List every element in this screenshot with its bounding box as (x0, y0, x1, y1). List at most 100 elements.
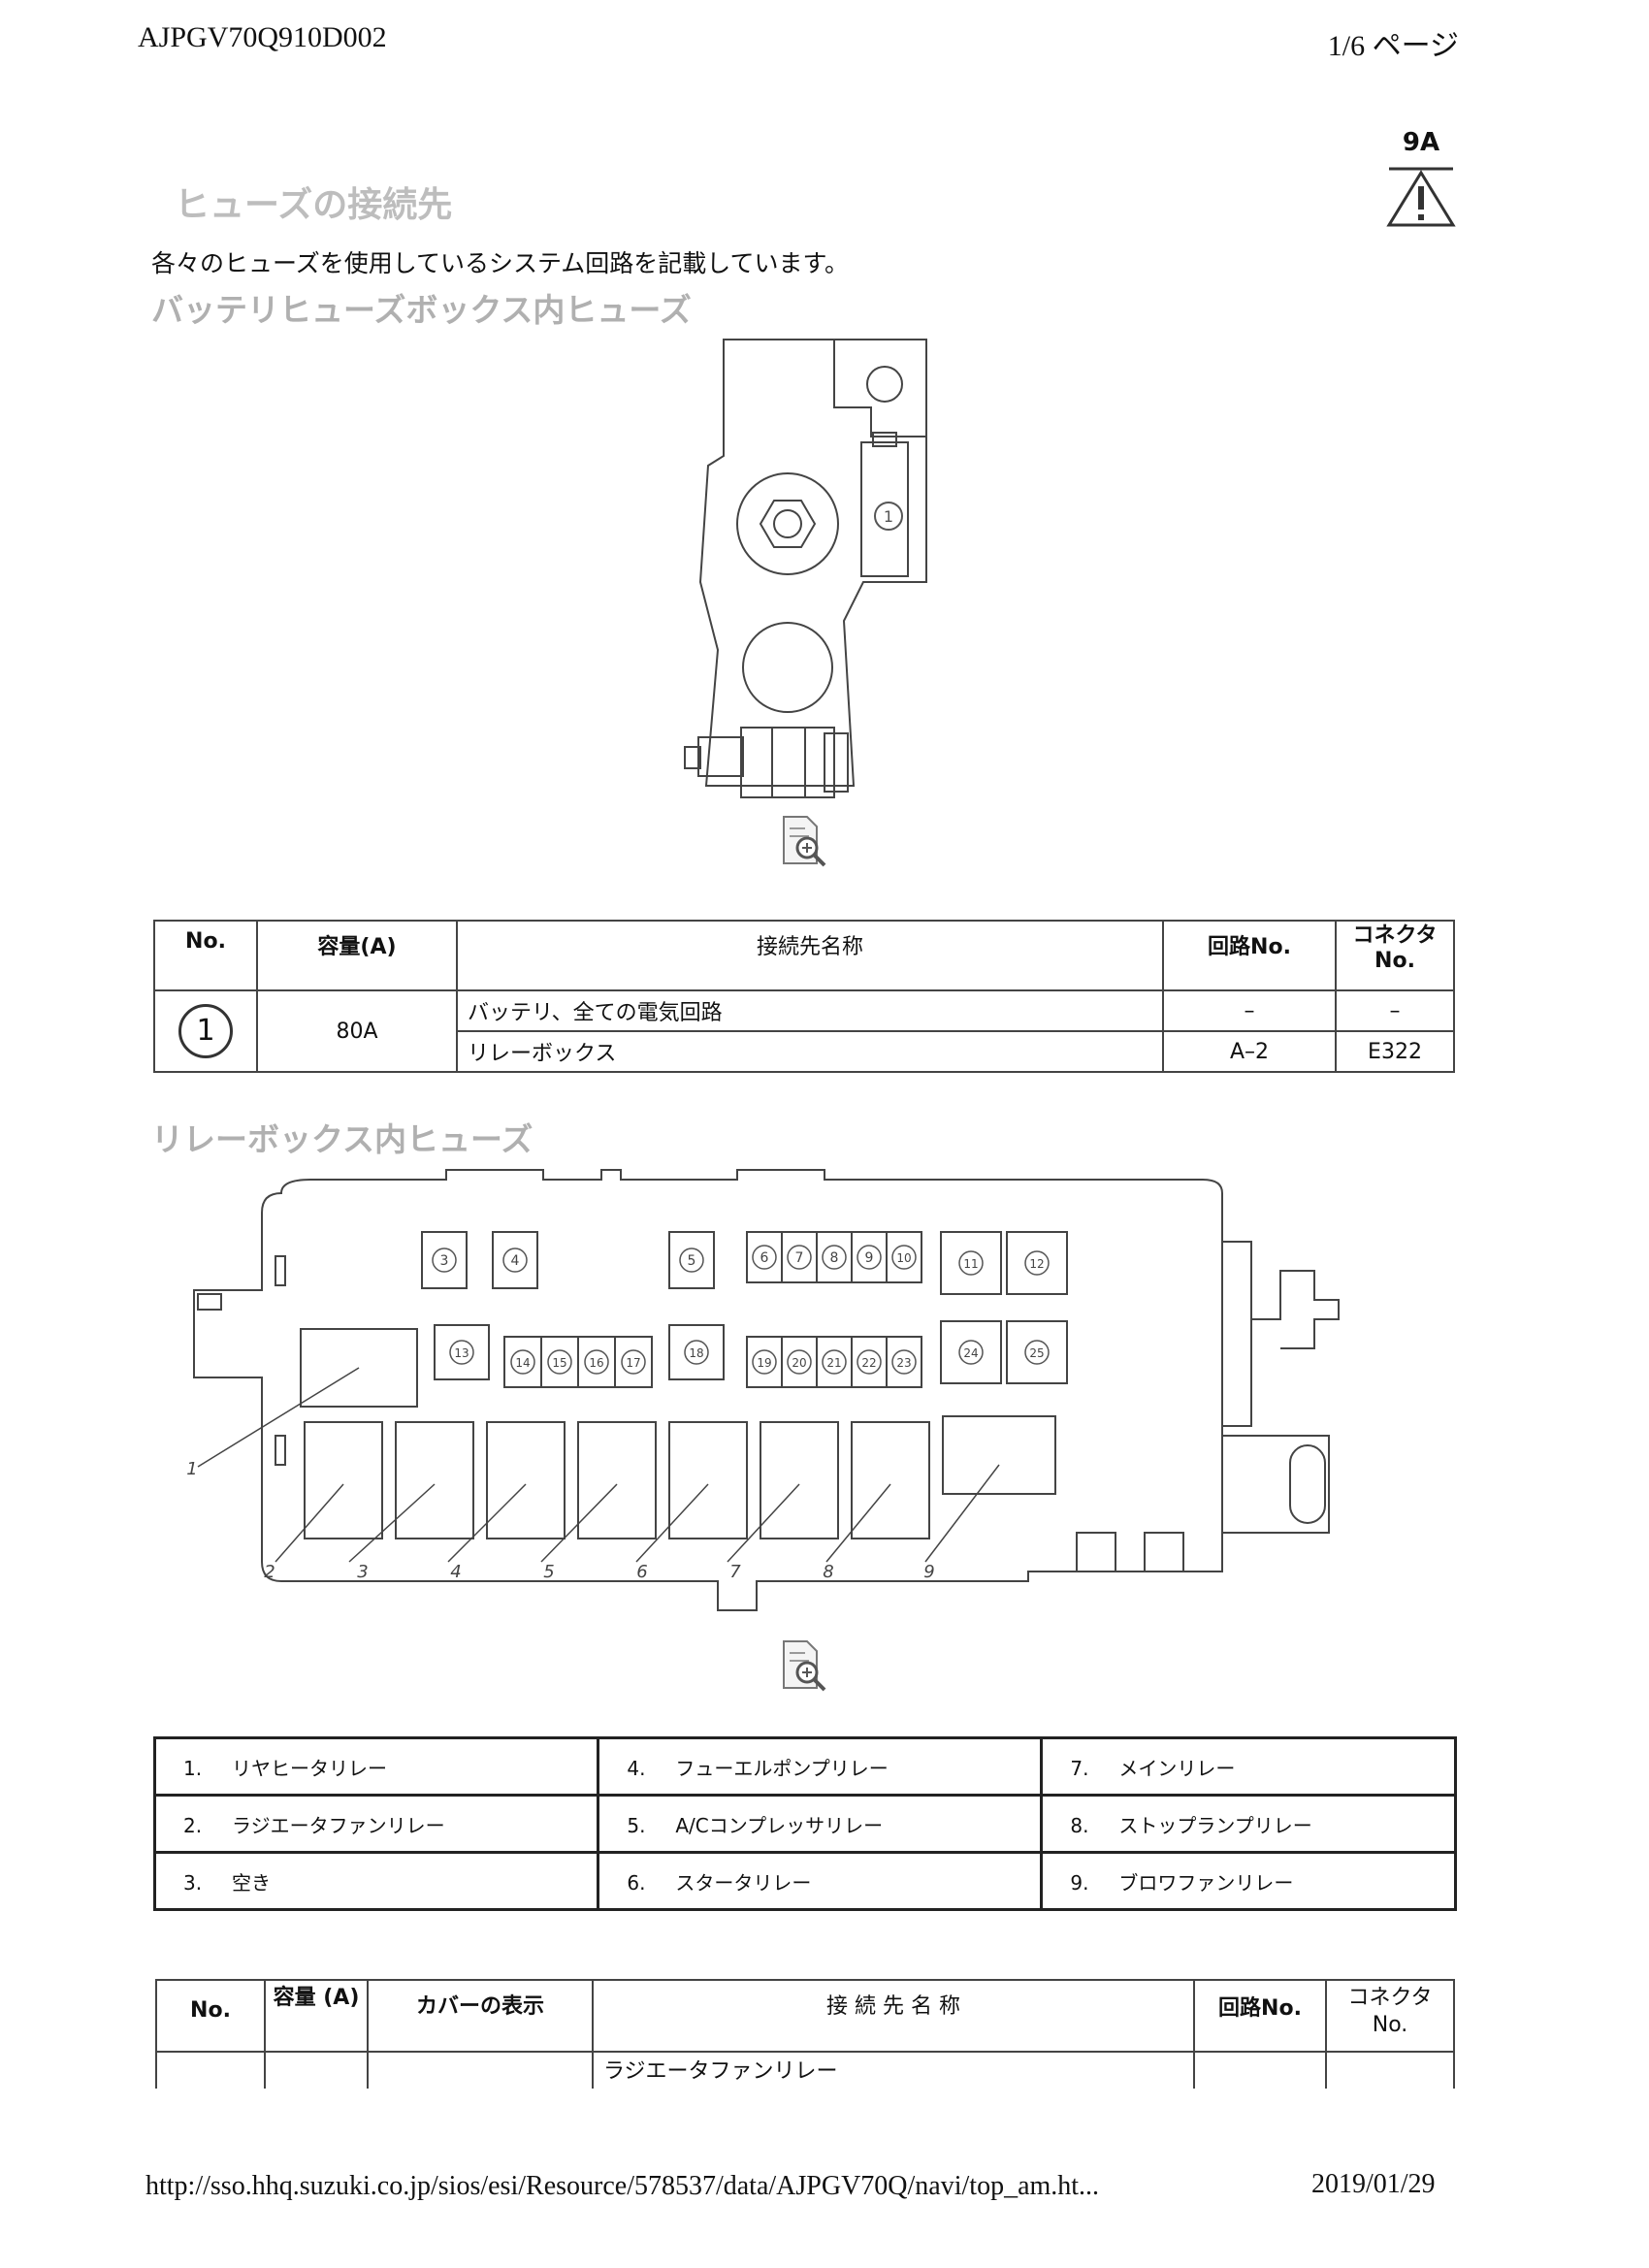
col-capacity: 容量 (A) (264, 1979, 369, 2053)
callout-line (348, 1483, 436, 1563)
fuse-number-label: 24 (963, 1346, 978, 1360)
col-circuit: 回路No. (1193, 1979, 1327, 2053)
callout-line (727, 1483, 800, 1563)
callout-number: 5 (543, 1562, 554, 1582)
callout-line (924, 1464, 1000, 1563)
fuse-number-label: 4 (511, 1253, 520, 1269)
relay-cell: 8.ストップランプリレー (1040, 1794, 1457, 1854)
fuse-number-circle (584, 1349, 609, 1375)
fuse-number-label: 17 (626, 1356, 640, 1370)
fuse-number-circle (787, 1245, 812, 1270)
fuse-number-label: 20 (792, 1356, 806, 1370)
fuse-number-circle (891, 1349, 917, 1375)
fuse-number-label: 25 (1029, 1346, 1044, 1360)
relay-cell: 5.A/Cコンプレッサリレー (597, 1794, 1044, 1854)
fuse-cell (940, 1231, 1002, 1295)
fuse-cell (421, 1231, 468, 1289)
fuse-number-label: 5 (688, 1253, 696, 1269)
fuse-number-label: 9 (865, 1250, 874, 1266)
document-id: AJPGV70Q910D002 (138, 21, 387, 53)
battery-fuse-box-title: バッテリヒューズボックス内ヒューズ (151, 291, 692, 329)
battery-fuse-table: No. 容量(A) 接続先名称 回路No. コネクタ No. 1 80A バッテ… (153, 920, 1455, 1073)
relay-box-title: リレーボックス内ヒューズ (151, 1120, 534, 1158)
table-row: リレーボックス A–2 E322 (154, 1030, 1455, 1073)
footer-date: 2019/01/29 (1311, 2169, 1436, 2199)
page-indicator: 1/6 ページ (1327, 30, 1459, 62)
col-circuit: 回路No. (1162, 920, 1337, 991)
fuse-number-circle (822, 1349, 847, 1375)
fuse-number-label: 15 (552, 1356, 566, 1370)
battery-fuse-label: 1 (884, 507, 893, 526)
callout-number: 6 (636, 1562, 647, 1582)
relay-cell: 7.メインリレー (1040, 1736, 1457, 1797)
battery-fuse-diagram: 1 (684, 339, 927, 798)
fuse-number-label: 23 (896, 1356, 911, 1370)
fuse-cell (1006, 1231, 1068, 1295)
col-connector: コネクタ No. (1325, 1979, 1455, 2053)
relay-legend-table: 1.リヤヒータリレー 4.フューエルポンプリレー 7.メインリレー 2.ラジエー… (152, 1736, 1457, 1911)
destination-cell: ラジエータファンリレー (592, 2051, 1195, 2089)
fuse-number-circle (547, 1349, 572, 1375)
table-row: 2.ラジエータファンリレー 5.A/Cコンプレッサリレー 8.ストップランプリレ… (152, 1794, 1457, 1854)
fuse-number-label: 6 (760, 1250, 769, 1266)
callout-line (825, 1483, 891, 1563)
warning-code: 9A (1402, 128, 1440, 157)
callout-line (447, 1483, 527, 1563)
relay-cell: 6.スタータリレー (597, 1851, 1044, 1911)
relay-cell: 2.ラジエータファンリレー (152, 1794, 600, 1854)
table-row: 1 80A バッテリ、全ての電気回路 – – (153, 989, 1455, 1073)
fuse-cell (434, 1324, 490, 1380)
fuse-number-label: 16 (589, 1356, 603, 1370)
table-row: 3.空き 6.スタータリレー 9.ブロワファンリレー (152, 1851, 1457, 1911)
relay-cell: 3.空き (152, 1851, 600, 1911)
callout-number: 7 (729, 1562, 741, 1582)
destination-cell: リレーボックス (456, 1030, 1164, 1073)
fuse-number-circle (958, 1340, 984, 1365)
fuse-cell (614, 1336, 653, 1388)
circuit-cell: A–2 (1162, 1030, 1337, 1073)
callout-number: 2 (264, 1562, 275, 1582)
fuse-cell (940, 1320, 1002, 1384)
callout-number: 3 (357, 1562, 368, 1582)
fuse-cell (1006, 1320, 1068, 1384)
fuse-number-circle (857, 1245, 882, 1270)
callout-line (275, 1483, 344, 1563)
callout-number: 8 (823, 1562, 833, 1582)
col-no: No. (153, 920, 258, 991)
callout-number: 9 (923, 1562, 934, 1582)
fuse-number-circle (502, 1247, 528, 1273)
section-title: ヒューズの接続先 (175, 185, 453, 225)
fuse-number-circle (822, 1245, 847, 1270)
col-connector: コネクタ No. (1335, 920, 1455, 991)
fuse-number-circle (679, 1247, 704, 1273)
col-destination: 接 続 先 名 称 (592, 1979, 1195, 2053)
col-cover: カバーの表示 (367, 1979, 594, 2053)
fuse-number-circle (752, 1349, 777, 1375)
callout-line (197, 1367, 360, 1468)
connector-cell: E322 (1335, 1030, 1455, 1073)
fuse-number-circle (449, 1340, 474, 1365)
fuse-number-circle (891, 1245, 917, 1270)
fuse-number-circle (432, 1247, 457, 1273)
fuse-cell (886, 1336, 922, 1388)
fuse-cell (492, 1231, 538, 1289)
fuse-number-circle (621, 1349, 646, 1375)
fuse-number-circle (510, 1349, 535, 1375)
fuse-number-circle (752, 1245, 777, 1270)
fuse-cell (668, 1231, 715, 1289)
zoom-document-icon[interactable] (780, 815, 828, 867)
table-row: ラジエータファンリレー (155, 2051, 1455, 2089)
col-destination: 接続先名称 (456, 920, 1164, 991)
fuse-number-circle (684, 1340, 709, 1365)
fuse-number-label: 22 (861, 1356, 876, 1370)
fuse-number: 1 (178, 1004, 233, 1058)
zoom-document-icon[interactable] (780, 1639, 828, 1692)
fuse-cell (668, 1324, 725, 1380)
fuse-number-label: 19 (757, 1356, 771, 1370)
callout-line (635, 1483, 709, 1563)
fuse-number-label: 13 (454, 1346, 469, 1360)
capacity-cell: 80A (256, 989, 458, 1073)
col-no: No. (155, 1979, 266, 2053)
fuse-number-label: 8 (830, 1250, 839, 1266)
